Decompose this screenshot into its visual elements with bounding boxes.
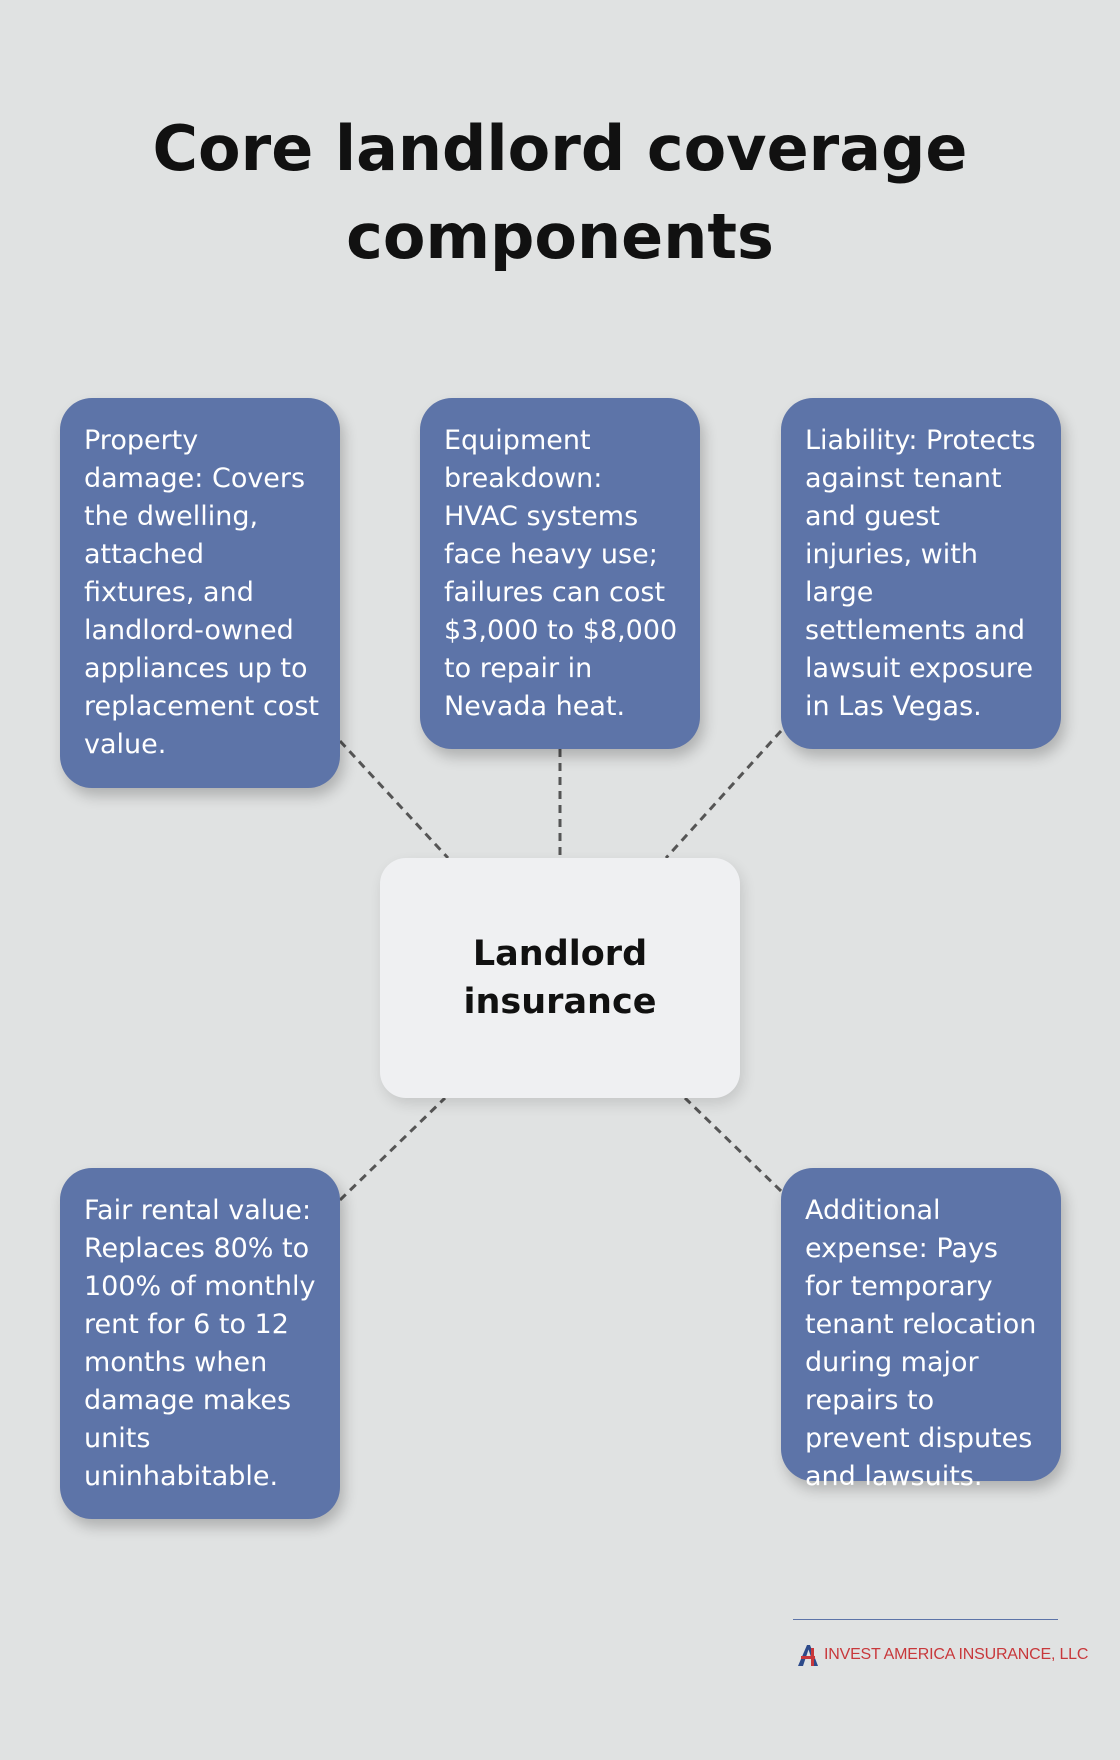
hub-landlord-insurance: Landlord insurance (380, 858, 740, 1098)
page-title: Core landlord coverage components (152, 112, 968, 273)
company-logo: INVEST AMERICA INSURANCE, LLC (796, 1642, 1088, 1668)
card-liability: Liability: Protects against tenant and g… (781, 398, 1061, 749)
connector-property-damage (338, 739, 450, 860)
card-text: Additional expense: Pays for temporary t… (805, 1195, 1037, 1492)
connector-additional-expense (683, 1096, 783, 1193)
connector-fair-rental-value (338, 1096, 447, 1202)
card-text: Fair rental value: Replaces 80% to 100% … (84, 1195, 316, 1492)
card-text: Equipment breakdown: HVAC systems face h… (444, 425, 678, 722)
hub-label: Landlord insurance (463, 934, 657, 1022)
card-additional-expense: Additional expense: Pays for temporary t… (781, 1168, 1061, 1492)
card-fair-rental-value: Fair rental value: Replaces 80% to 100% … (60, 1168, 340, 1519)
logo-mark-icon (798, 1645, 818, 1666)
card-text: Property damage: Covers the dwelling, at… (84, 425, 319, 760)
card-property-damage: Property damage: Covers the dwelling, at… (60, 398, 340, 788)
company-name: INVEST AMERICA INSURANCE, LLC (824, 1646, 1089, 1663)
card-equipment-breakdown: Equipment breakdown: HVAC systems face h… (420, 398, 700, 749)
connector-liability (664, 729, 783, 860)
card-text: Liability: Protects against tenant and g… (805, 425, 1036, 722)
footer-divider (793, 1619, 1058, 1620)
